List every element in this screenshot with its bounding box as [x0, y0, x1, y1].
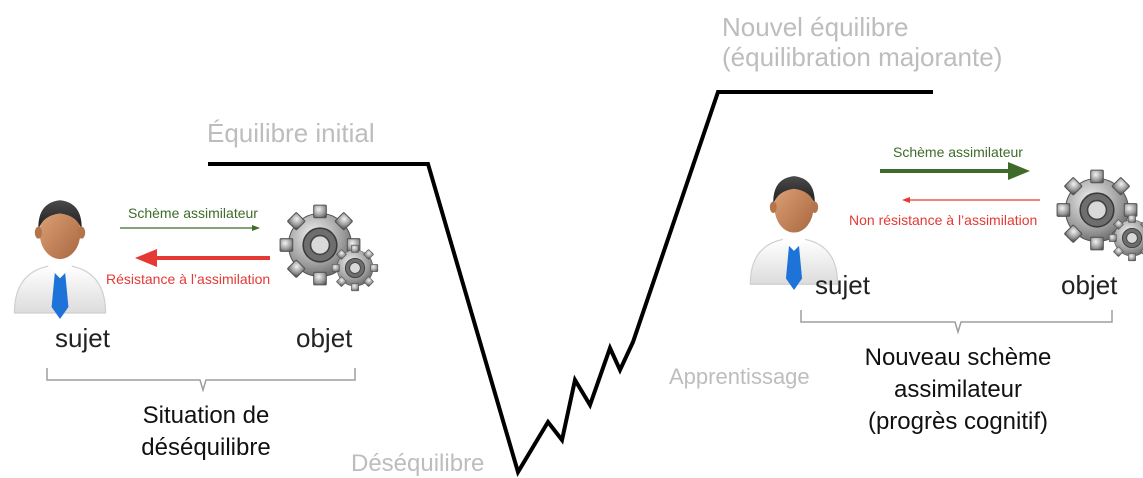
equilibrium-curve: [208, 90, 933, 477]
right-subject-label: sujet: [815, 270, 870, 300]
right-caption-line3: (progrès cognitif): [867, 408, 1049, 435]
right-caption-line2: assimilateur: [893, 376, 1023, 403]
new-equilibrium-label: Nouvel équilibre (équilibration majorant…: [722, 12, 1002, 72]
left-bracket: [46, 368, 356, 393]
right-resistance-label: Non résistance à l’assimilation: [849, 212, 1038, 228]
new-equilibrium-line1: Nouvel équilibre: [722, 12, 909, 42]
person-icon: [13, 199, 107, 320]
learning-label: Apprentissage: [669, 364, 810, 389]
left-caption: Situation de déséquilibre: [106, 400, 306, 464]
left-caption-line1: Situation de: [142, 402, 270, 429]
new-equilibrium-line2: (équilibration majorante): [722, 42, 1003, 72]
right-caption: Nouveau schème assimilateur (progrès cog…: [828, 342, 1088, 438]
gears-icon: [279, 204, 379, 292]
initial-equilibrium-label: Équilibre initial: [207, 118, 375, 148]
right-scheme-label: Schème assimilateur: [893, 144, 1023, 160]
left-subject-label: sujet: [55, 323, 110, 353]
right-caption-line1: Nouveau schème: [864, 344, 1052, 371]
disequilibrium-label: Déséquilibre: [351, 450, 485, 477]
left-object-label: objet: [296, 323, 353, 353]
left-caption-line2: déséquilibre: [141, 434, 271, 461]
right-bracket: [800, 310, 1113, 335]
gears-icon: [1056, 169, 1143, 262]
right-object-label: objet: [1061, 270, 1118, 300]
left-resistance-label: Résistance à l’assimilation: [106, 271, 271, 287]
left-scheme-label: Schème assimilateur: [128, 205, 258, 221]
